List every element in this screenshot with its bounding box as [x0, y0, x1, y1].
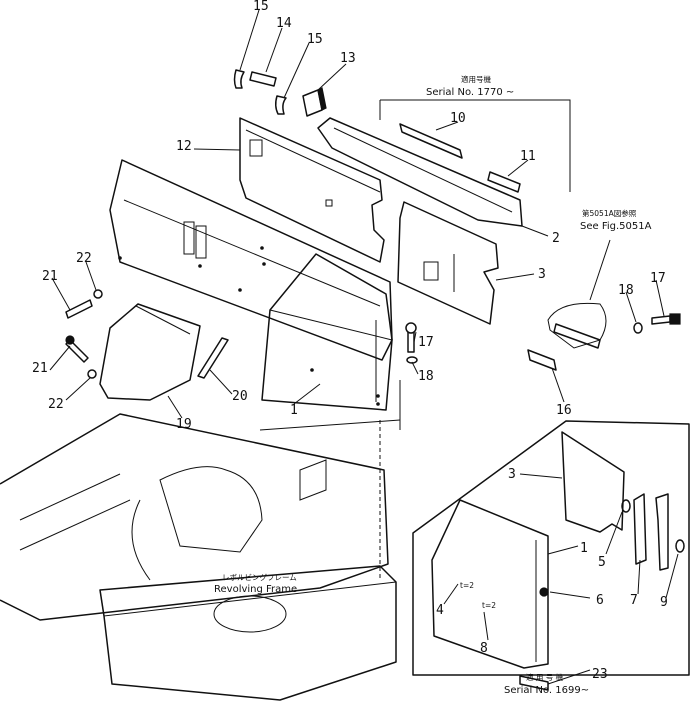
frame-label-en: Revolving Frame [214, 584, 297, 595]
inset-part-1-block: t=2 t=2 [431, 499, 549, 669]
callout-22-a: 22 [76, 251, 92, 266]
part-16-bracket [527, 349, 557, 371]
mark-a: t=2 [460, 581, 474, 590]
callout-9: 9 [660, 595, 668, 610]
callout-11: 11 [520, 149, 536, 164]
revolving-frame [0, 413, 397, 701]
part-1-block [261, 253, 393, 411]
serial-bottom-jp: 適 用 号 機 [526, 672, 564, 682]
callout-22-b: 22 [48, 397, 64, 412]
part-18-washer-right [633, 322, 643, 334]
callout-21-a: 21 [42, 269, 58, 284]
leader-lines [49, 9, 679, 685]
callout-4: 4 [436, 603, 444, 618]
callout-2: 2 [552, 231, 560, 246]
callout-12: 12 [176, 139, 192, 154]
inset-frame [412, 420, 690, 676]
serial-top-jp: 適用号機 [461, 74, 491, 84]
part-10-strip [399, 123, 463, 159]
callout-13: 13 [340, 51, 356, 66]
callout-14: 14 [276, 16, 292, 31]
callout-15-a: 15 [253, 0, 269, 14]
callout-7: 7 [630, 593, 638, 608]
mark-b: t=2 [482, 601, 496, 610]
part-15-clip-b [274, 95, 287, 115]
callout-21-b: 21 [32, 361, 48, 376]
part-13-block [302, 87, 327, 117]
part-14-rubber [249, 71, 277, 87]
part-12-cover [239, 117, 385, 263]
inset-part-7b-strip [655, 493, 669, 571]
part-21-bolt-upper [65, 299, 93, 319]
callout-10: 10 [450, 111, 466, 126]
see-fig-jp: 第5051A図参照 [582, 208, 637, 218]
inset-part-23-pad [519, 675, 549, 691]
serial-bracket-top [379, 99, 571, 192]
part-17-bolt-right [651, 313, 681, 325]
callout-1-inset: 1 [580, 541, 588, 556]
guide-lines [259, 380, 401, 580]
callout-18-a: 18 [418, 369, 434, 384]
part-22-washer-lower [87, 369, 97, 379]
part-21-bolt-lower [65, 335, 89, 363]
inset-part-3-plate [561, 431, 625, 533]
callout-17-b: 17 [650, 271, 666, 286]
inset-part-7-strip [633, 493, 647, 565]
part-2-rail [317, 117, 523, 227]
callout-15-b: 15 [307, 32, 323, 47]
inset-part-5-washer [621, 499, 631, 513]
callout-3: 3 [538, 267, 546, 282]
part-15-clip-a [233, 69, 245, 89]
callout-1: 1 [290, 403, 298, 418]
callouts: 15 14 15 13 12 10 11 2 3 22 21 21 22 20 … [32, 0, 668, 682]
serial-bottom-en: Serial No. 1699~ [504, 685, 589, 696]
inset-part-9-washer [675, 539, 685, 553]
callout-23: 23 [592, 667, 608, 682]
callout-6: 6 [596, 593, 604, 608]
callout-5: 5 [598, 555, 606, 570]
callout-20: 20 [232, 389, 248, 404]
callout-3-inset: 3 [508, 467, 516, 482]
part-19-bracket [99, 303, 201, 401]
part-20-strip [197, 337, 229, 379]
part-11-strip [487, 171, 521, 193]
callout-8: 8 [480, 641, 488, 656]
part-22-washer-upper [93, 289, 103, 299]
serial-top-en: Serial No. 1770 ~ [426, 87, 514, 98]
callout-17-a: 17 [418, 335, 434, 350]
callout-18-b: 18 [618, 283, 634, 298]
see-fig-assembly [547, 239, 611, 349]
frame-label-jp: レボルビングフレーム [222, 572, 297, 582]
part-3-plate [397, 201, 499, 325]
see-fig-en: See Fig.5051A [580, 221, 652, 232]
main-panel-left [109, 159, 393, 361]
callout-19: 19 [176, 417, 192, 432]
callout-16: 16 [556, 403, 572, 418]
